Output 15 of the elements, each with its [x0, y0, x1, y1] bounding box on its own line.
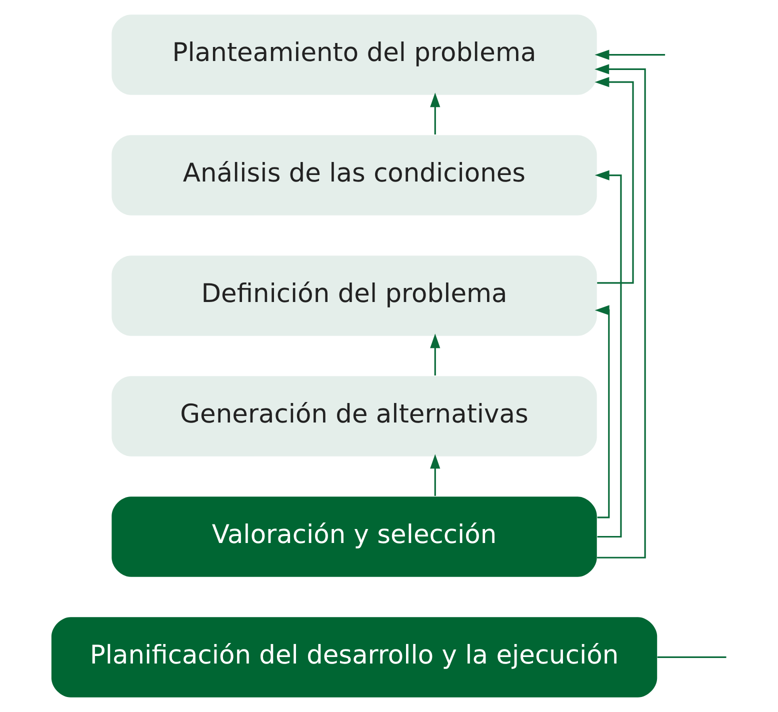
node-box: Planificación del desarrollo y la ejecución — [50, 617, 657, 698]
node-box: Generación de alternativas — [111, 376, 596, 456]
arrow — [594, 305, 610, 518]
node-box: Definición del problema — [111, 256, 596, 336]
arrow — [594, 50, 665, 60]
arrow — [430, 92, 440, 134]
arrow — [594, 64, 646, 558]
connector — [656, 656, 726, 658]
node-box: Planteamiento del problema — [111, 14, 596, 95]
arrow — [594, 77, 634, 284]
arrow — [430, 334, 440, 376]
arrow — [594, 170, 622, 538]
node-box: Valoración y selección — [111, 496, 596, 577]
node-box: Análisis de las condiciones — [111, 135, 596, 216]
arrow — [430, 454, 440, 496]
